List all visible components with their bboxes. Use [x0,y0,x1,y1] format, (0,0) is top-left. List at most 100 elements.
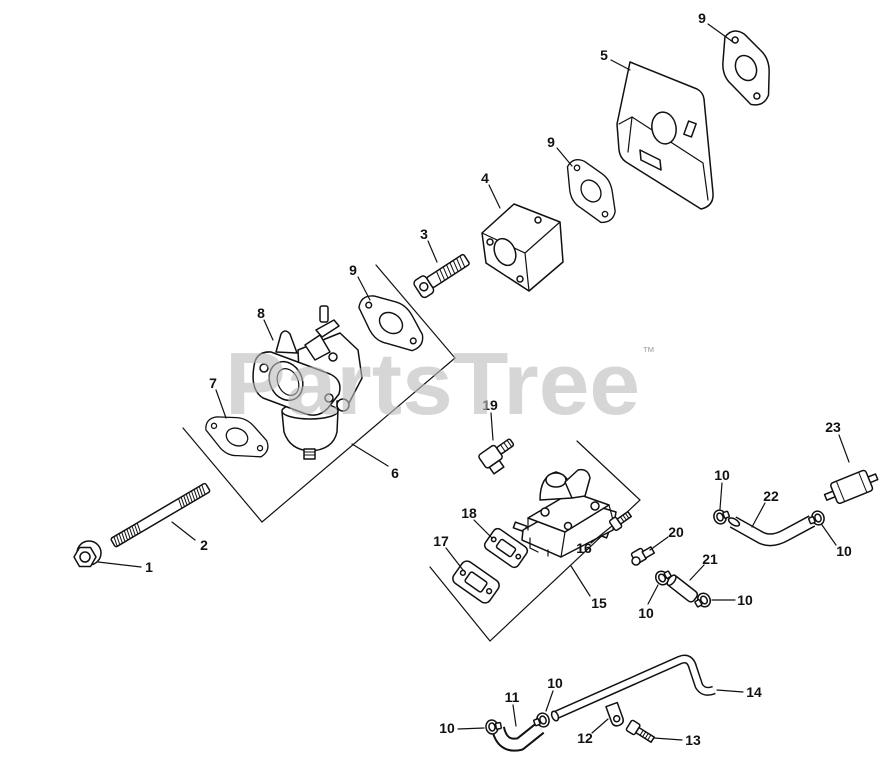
carburetor-idle-screw [328,352,338,362]
part-clip-screw [625,719,655,743]
callout-clamp-c: 10 [638,605,654,621]
part-mounting-bracket [616,61,714,210]
pump-legs [529,537,549,557]
watermark-logo: PartsTree ™ [225,334,655,433]
leader-line [215,389,227,419]
pump-edges [527,504,614,558]
leader-line [570,565,591,597]
screw-shank [616,510,633,525]
leader-line [488,184,501,209]
carburetor-bore [268,360,304,402]
callout-clip-screw: 13 [685,732,701,748]
leader-line [512,704,517,727]
spacer-bore [493,237,517,267]
callout-clamp-f: 10 [439,720,455,736]
leader-line [591,718,609,734]
callout-stud: 2 [200,537,208,553]
callout-carburetor: 8 [257,305,265,321]
leader-line [171,521,196,541]
carburetor-lever-post [319,305,329,323]
part-fuel-hose-a [666,574,699,603]
leader-line [445,547,464,571]
stud-threads [113,484,206,547]
pump-screw-head [590,501,600,511]
leader-line [689,564,705,581]
gasket-hole [485,588,493,595]
gasket-hole [459,569,467,576]
leader-line [610,59,631,71]
part-fitting [630,546,656,566]
leader-line [590,525,613,544]
leader-line [838,434,850,463]
gasket-hole [515,553,522,560]
part-clamp-a [711,506,732,527]
callout-fitting: 20 [668,524,684,540]
callout-fuel-pump-group: 15 [591,595,607,611]
clip-body [605,701,624,727]
callout-labels: 9 5 9 4 3 9 8 7 19 6 10 23 22 18 17 16 2… [145,10,852,748]
group-bracket-carburetor [182,264,456,523]
hose-fill [730,516,815,545]
callout-pump-gasket-b: 17 [433,533,449,549]
callout-bolt: 3 [420,226,428,242]
leader-line [716,689,744,693]
bracket-fold [618,116,709,201]
clip-hole [612,714,621,723]
screw-shank [635,726,655,743]
hose-end [727,517,741,527]
leader-line [473,519,493,539]
fuel-line-end [550,710,560,722]
part-spacer [481,203,564,292]
bracket-slot [683,120,697,138]
leader-line [97,561,142,568]
fitting-barbs [500,439,513,452]
callout-carburetor-group: 6 [391,465,399,481]
pump-elbow [564,468,591,499]
filter-body [830,469,874,505]
part-pump-gasket-a [483,527,529,569]
spacer-bolt-hole [486,238,494,246]
carburetor-drain-threads [304,451,315,456]
part-fuel-filter [823,469,879,505]
leader-line [751,502,766,528]
leader-line [649,536,669,551]
group-bracket-fuel-pump [429,440,641,642]
carburetor-drain-screw [303,448,316,460]
leader-line [427,240,438,263]
part-fuel-line [550,654,716,722]
nut-hole [79,551,91,563]
screw-threads [639,729,652,741]
callout-gasket-upper: 9 [547,134,555,150]
callout-gasket-carburetor: 9 [349,262,357,278]
part-stud [110,482,211,548]
bolt-socket [419,281,429,292]
spacer-bolt-hole [534,216,542,224]
hose-elbow-fill [493,724,544,750]
leader-line [653,737,683,741]
leader-line [821,524,837,546]
callout-pump-gasket-a: 18 [461,505,477,521]
callout-clamp-a: 10 [714,467,730,483]
part-clip [605,701,624,727]
callout-fuel-filter: 23 [825,419,841,435]
gasket-slot [464,571,488,593]
bracket-hole [651,111,677,145]
pump-screw-head [563,521,573,531]
carburetor-flange-hole [259,363,269,373]
callout-gasket-top: 9 [698,10,706,26]
carburetor-side-fitting-end [336,398,350,412]
callout-clamp-d: 10 [737,592,753,608]
callout-clamp-b: 10 [836,543,852,559]
filter-bands [835,472,868,502]
screw-threads [620,513,630,523]
spacer-bolt-hole [516,275,524,283]
callout-fuel-hose-b: 22 [763,488,779,504]
part-nut [73,540,102,568]
callout-elbow-fitting: 19 [482,397,498,413]
callout-pump-screw: 16 [576,540,592,556]
leader-line [545,690,554,712]
leader-line [357,276,371,301]
leader-line [707,23,734,43]
part-gasket-top [708,22,784,114]
callout-fuel-hose-a: 21 [702,551,718,567]
